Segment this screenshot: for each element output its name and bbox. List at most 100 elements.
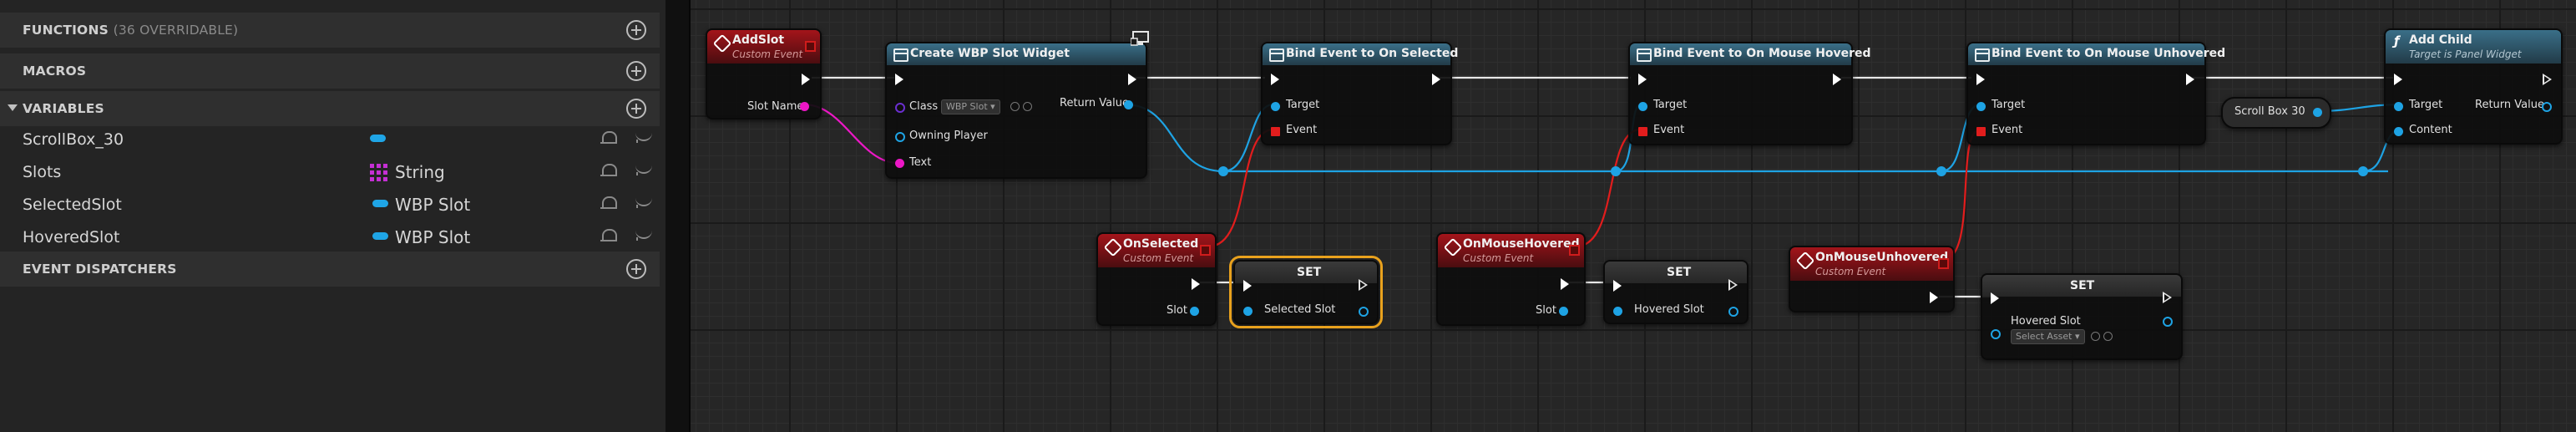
visibility-eye-icon[interactable] <box>635 229 652 241</box>
browse-icon[interactable] <box>2103 332 2113 341</box>
delegate-output-pin[interactable] <box>1938 258 1949 269</box>
node-title: AddSlot <box>732 33 785 47</box>
pin-label: Slot <box>1536 304 1556 317</box>
set-selected-slot-node[interactable]: SET Selected Slot <box>1229 256 1383 328</box>
pin-label: Text <box>909 156 932 169</box>
target-pin[interactable] <box>1271 102 1280 111</box>
variables-section[interactable]: VARIABLES <box>0 91 660 126</box>
hovered-slot-input-pin[interactable] <box>1613 307 1622 316</box>
create-widget-node[interactable]: Create WBP Slot Widget Class WBP Slot ▾ … <box>885 42 1147 179</box>
add-variable-icon[interactable] <box>626 99 646 119</box>
exec-input-pin[interactable] <box>2394 74 2402 85</box>
event-pin[interactable] <box>1638 127 1647 136</box>
functions-section[interactable]: FUNCTIONS (36 OVERRIDABLE) <box>0 13 660 48</box>
text-pin[interactable] <box>895 159 904 168</box>
collapse-arrow-icon[interactable] <box>8 104 18 111</box>
slot-pin[interactable] <box>1190 307 1199 316</box>
exec-output-pin[interactable] <box>1561 278 1569 290</box>
use-asset-icon[interactable] <box>2091 332 2100 341</box>
macros-label: MACROS <box>23 64 87 79</box>
exec-output-pin[interactable] <box>1833 74 1841 85</box>
browse-icon[interactable] <box>1023 102 1032 111</box>
exec-input-pin[interactable] <box>1243 280 1252 292</box>
visibility-eye-icon[interactable] <box>635 196 652 208</box>
bind-on-mouse-unhovered-node[interactable]: Bind Event to On Mouse Unhovered Target … <box>1966 42 2225 145</box>
exec-output-pin[interactable] <box>2163 292 2173 303</box>
delegate-output-pin[interactable] <box>1569 245 1580 256</box>
exec-output-pin[interactable] <box>1128 74 1136 85</box>
hovered-slot-output-pin[interactable] <box>1728 307 1738 317</box>
exec-output-pin[interactable] <box>1930 292 1938 303</box>
owning-player-pin[interactable] <box>895 132 905 142</box>
visibility-eye-icon[interactable] <box>635 164 652 175</box>
scroll-box-output-pin[interactable] <box>2313 108 2322 117</box>
node-subtitle: Custom Event <box>1123 252 1194 264</box>
exec-input-pin[interactable] <box>1991 292 1999 304</box>
add-function-icon[interactable] <box>626 20 646 40</box>
class-pin[interactable] <box>895 103 905 113</box>
on-mouse-hovered-event-node[interactable]: OnMouseHovered Custom Event Slot <box>1436 232 1586 326</box>
exec-input-pin[interactable] <box>895 74 903 85</box>
class-dropdown[interactable]: WBP Slot ▾ <box>941 99 1000 114</box>
replication-icon[interactable] <box>600 131 617 144</box>
variable-type: WBP Slot <box>395 227 471 247</box>
bind-on-mouse-hovered-node[interactable]: Bind Event to On Mouse Hovered Target Ev… <box>1628 42 1871 145</box>
exec-input-pin[interactable] <box>1638 74 1647 85</box>
variable-row-slots[interactable]: Slots String <box>0 155 660 187</box>
replication-icon[interactable] <box>600 196 617 209</box>
scroll-box-getter-node[interactable]: Scroll Box 30 <box>2221 97 2331 129</box>
add-macro-icon[interactable] <box>626 61 646 81</box>
set-hovered-slot-node[interactable]: SET Hovered Slot <box>1603 260 1749 324</box>
slot-pin[interactable] <box>1559 307 1568 316</box>
add-slot-event-node[interactable]: AddSlot Custom Event Slot Name <box>706 28 822 119</box>
variable-row-hoveredslot[interactable]: HoveredSlot WBP Slot <box>0 221 660 252</box>
set-hovered-slot-node-2[interactable]: SET Hovered Slot Select Asset ▾ <box>1981 273 2183 360</box>
pin-label: Return Value <box>1060 97 1129 109</box>
event-pin[interactable] <box>1976 127 1986 136</box>
replication-icon[interactable] <box>600 164 617 176</box>
hovered-slot-output-pin[interactable] <box>2163 317 2173 327</box>
on-mouse-unhovered-event-node[interactable]: OnMouseUnhovered Custom Event <box>1789 246 1955 313</box>
visibility-eye-icon[interactable] <box>635 131 652 143</box>
bind-on-selected-node[interactable]: Bind Event to On Selected Target Event <box>1261 42 1458 145</box>
use-asset-icon[interactable] <box>1010 102 1020 111</box>
selected-slot-input-pin[interactable] <box>1243 307 1253 316</box>
exec-input-pin[interactable] <box>1271 74 1279 85</box>
exec-output-pin[interactable] <box>1359 279 1369 291</box>
event-dispatchers-section[interactable]: EVENT DISPATCHERS <box>0 252 660 287</box>
delegate-output-pin[interactable] <box>1200 245 1211 256</box>
pin-label: Content <box>2409 124 2452 136</box>
exec-output-pin[interactable] <box>1728 279 1738 291</box>
exec-output-pin[interactable] <box>2186 74 2194 85</box>
exec-input-pin[interactable] <box>1613 280 1622 292</box>
add-child-node[interactable]: ƒ Add Child Target is Panel Widget Targe… <box>2384 28 2563 145</box>
replication-icon[interactable] <box>600 229 617 241</box>
exec-output-pin[interactable] <box>1192 278 1200 290</box>
target-pin[interactable] <box>1976 102 1986 111</box>
target-pin[interactable] <box>2394 102 2403 111</box>
select-asset-dropdown[interactable]: Select Asset ▾ <box>2011 329 2085 344</box>
hovered-slot-input-pin[interactable] <box>1991 329 2001 339</box>
target-pin[interactable] <box>1638 102 1647 111</box>
exec-input-pin[interactable] <box>1976 74 1985 85</box>
selected-slot-output-pin[interactable] <box>1359 307 1369 317</box>
variable-row-selectedslot[interactable]: SelectedSlot WBP Slot <box>0 188 660 220</box>
pin-label: Event <box>1286 124 1318 136</box>
node-title: Bind Event to On Selected <box>1286 47 1459 60</box>
exec-output-pin[interactable] <box>1432 74 1440 85</box>
return-value-pin[interactable] <box>2542 102 2552 112</box>
content-pin[interactable] <box>2394 127 2403 136</box>
add-dispatcher-icon[interactable] <box>626 259 646 279</box>
on-selected-event-node[interactable]: OnSelected Custom Event Slot <box>1096 232 1217 326</box>
delegate-output-pin[interactable] <box>805 41 816 52</box>
panel-splitter[interactable] <box>666 0 691 432</box>
slot-name-pin[interactable] <box>800 102 809 111</box>
event-dispatchers-label: EVENT DISPATCHERS <box>23 262 177 277</box>
event-pin[interactable] <box>1271 127 1280 136</box>
return-value-pin[interactable] <box>1124 100 1133 109</box>
exec-output-pin[interactable] <box>802 74 810 85</box>
macros-section[interactable]: MACROS <box>0 53 660 89</box>
pin-label: Event <box>1653 124 1685 136</box>
exec-output-pin[interactable] <box>2543 74 2553 85</box>
variable-row-scrollbox[interactable]: ScrollBox_30 <box>0 123 660 155</box>
